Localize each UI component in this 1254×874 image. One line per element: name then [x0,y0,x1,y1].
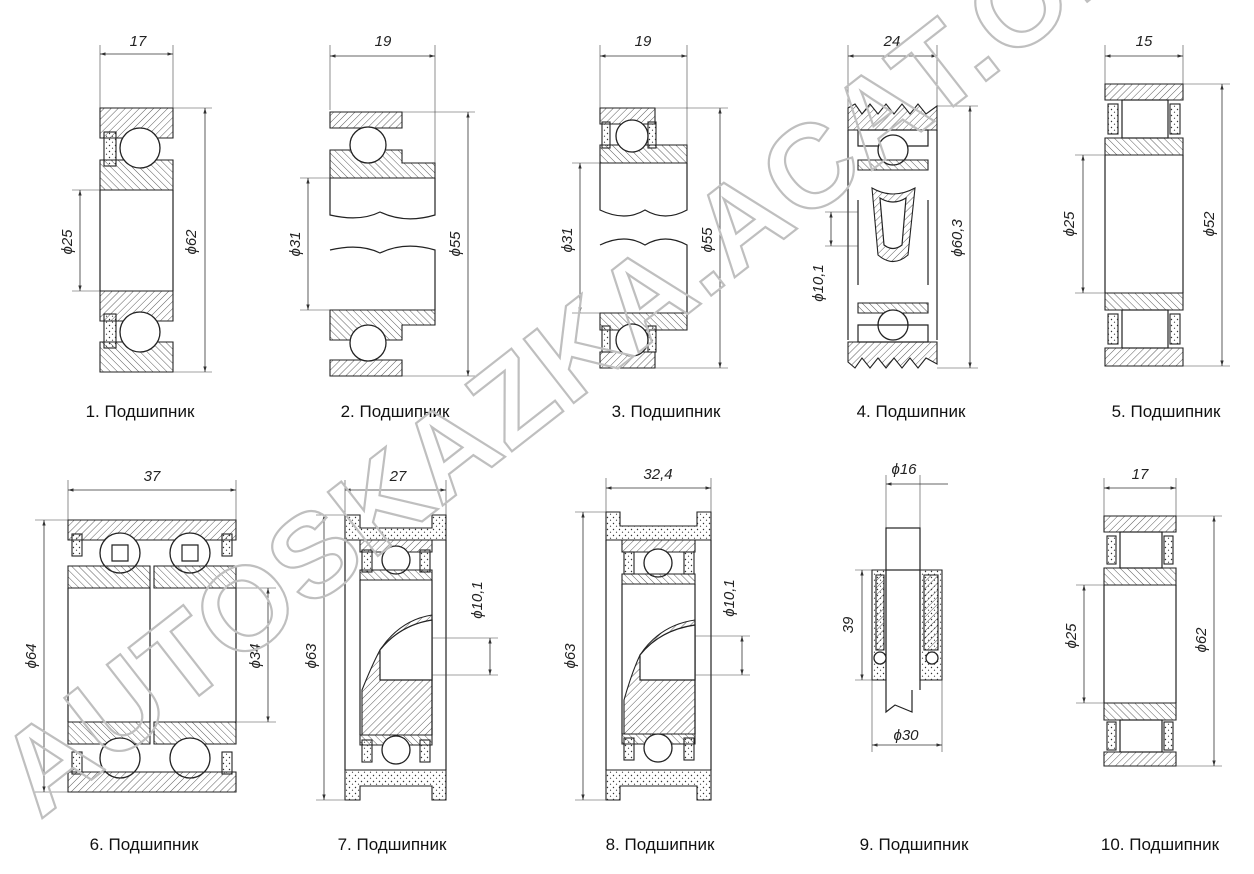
bearing-9-outer-label: ϕ30 [893,727,919,744]
bearing-2-outer-label: ϕ55 [447,231,464,257]
bearing-2-caption: 2. Подшипник [341,402,450,421]
bearing-7-caption: 7. Подшипник [338,835,447,854]
bearing-4-outer-label: ϕ60,3 [949,219,966,257]
bearing-4-width-label: 24 [883,33,901,50]
bearing-8-width-label: 32,4 [643,466,672,483]
bearing-9-height-label: 39 [840,616,857,633]
bearing-1-caption: 1. Подшипник [86,402,195,421]
bearing-3-bore-label: ϕ31 [559,227,576,252]
bearing-3-width-label: 19 [635,33,652,50]
bearing-8-outer-label: ϕ63 [562,643,579,669]
bearing-6-caption: 6. Подшипник [90,835,199,854]
bearing-5-drawing [1075,45,1230,367]
bearing-10-width-label: 17 [1132,466,1149,483]
bearing-9-drawing [855,475,948,752]
bearing-8-bore-label: ϕ10,1 [721,579,738,617]
bearing-6-outer-label: ϕ64 [23,643,40,668]
bearing-1-width-label: 17 [130,33,147,50]
bearing-4-drawing [825,45,978,369]
bearing-9-width-label: ϕ16 [891,461,917,478]
bearing-3-caption: 3. Подшипник [612,402,721,421]
bearing-7-outer-label: ϕ63 [303,643,320,669]
bearing-9-caption: 9. Подшипник [860,835,969,854]
bearing-1-drawing [72,45,212,373]
bearing-7-width-label: 27 [389,468,407,485]
bearing-5-bore-label: ϕ25 [1061,211,1078,237]
bearing-8-drawing [575,478,750,801]
bearing-4-bore-label: ϕ10,1 [810,264,827,302]
bearing-10-outer-label: ϕ62 [1193,627,1210,653]
bearing-10-drawing [1076,478,1222,767]
bearing-10-bore-label: ϕ25 [1063,623,1080,649]
bearing-8-caption: 8. Подшипник [606,835,715,854]
bearing-1-outer-label: ϕ62 [183,229,200,255]
bearing-6-bore-label: ϕ34 [247,643,264,668]
bearing-2-width-label: 19 [375,33,392,50]
bearing-2-drawing [300,45,475,377]
bearing-5-width-label: 15 [1136,33,1153,50]
bearing-6-width-label: 37 [144,468,161,485]
bearing-3-drawing [572,45,728,369]
bearing-1-bore-label: ϕ25 [59,229,76,255]
bearing-10-caption: 10. Подшипник [1101,835,1220,854]
bearing-5-outer-label: ϕ52 [1201,211,1218,237]
bearing-7-drawing [316,480,498,801]
bearing-4-caption: 4. Подшипник [857,402,966,421]
bearing-6-drawing [35,480,276,793]
bearing-7-bore-label: ϕ10,1 [469,581,486,619]
bearing-2-bore-label: ϕ31 [287,231,304,256]
bearing-5-caption: 5. Подшипник [1112,402,1221,421]
bearing-3-outer-label: ϕ55 [699,227,716,253]
